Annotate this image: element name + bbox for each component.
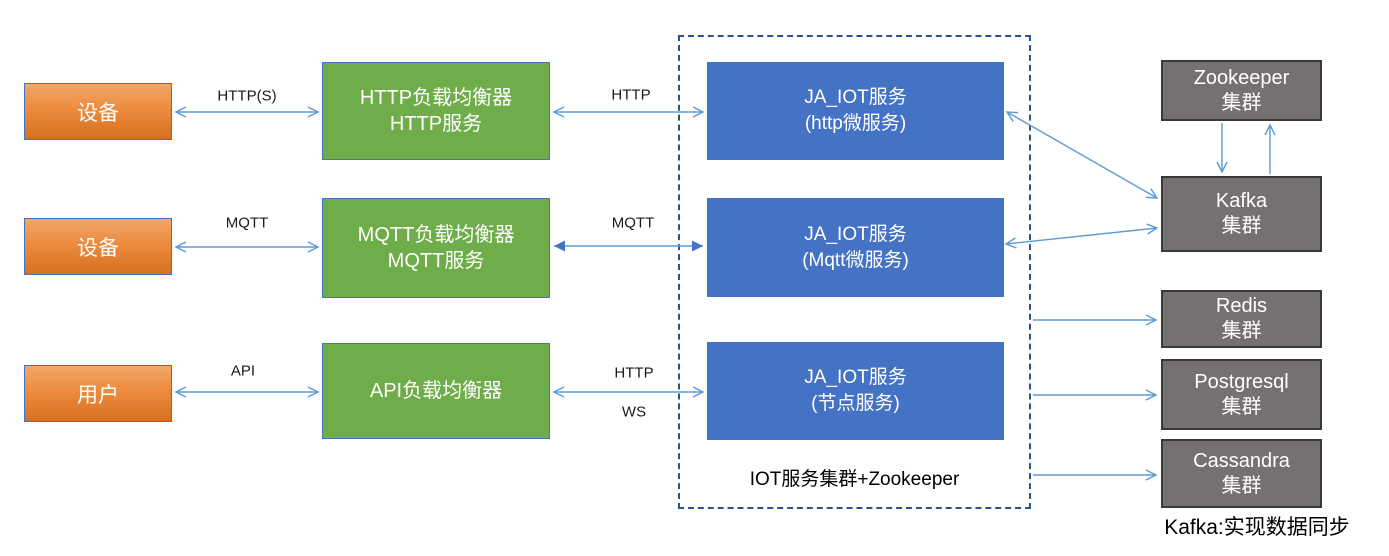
edge-label-ws: WS [621,403,647,421]
node-label-line2: 集群 [1221,91,1262,114]
node-mqtt-load-balancer[interactable]: MQTT负载均衡器 MQTT服务 [322,198,550,298]
node-label-line2: HTTP服务 [389,113,483,135]
node-label-line2: 集群 [1221,395,1262,418]
node-http-load-balancer[interactable]: HTTP负载均衡器 HTTP服务 [322,62,550,160]
node-label-line1: Zookeeper [1193,66,1290,89]
node-label-line1: Postgresql [1194,370,1289,393]
node-label-line1: Redis [1215,295,1268,317]
edge-label-http-s: HTTP(S) [217,87,277,105]
node-ja-iot-node-service[interactable]: JA_IOT服务 (节点服务) [707,342,1004,440]
node-label-line2: 集群 [1221,320,1262,342]
edge-label-http-row3: HTTP [614,364,654,382]
edge-label-api: API [230,362,256,380]
edge-mqttservice-kafka [1004,223,1159,249]
node-ja-iot-mqtt-service[interactable]: JA_IOT服务 (Mqtt微服务) [707,198,1004,297]
node-label: 用户 [77,383,119,407]
node-label: 设备 [77,101,119,125]
node-label-line2: (Mqtt微服务) [802,249,909,271]
edge-label-mqtt-right: MQTT [611,214,655,232]
node-zookeeper-cluster[interactable]: Zookeeper 集群 [1161,60,1322,121]
node-device-2[interactable]: 设备 [24,218,172,275]
node-postgresql-cluster[interactable]: Postgresql 集群 [1161,359,1322,430]
node-device-1[interactable]: 设备 [24,83,172,140]
iot-cluster-caption: IOT服务集群+Zookeeper [749,469,960,490]
node-label-line2: MQTT服务 [387,250,485,272]
node-ja-iot-http-service[interactable]: JA_IOT服务 (http微服务) [707,62,1004,160]
node-label-line2: 集群 [1221,215,1262,237]
edge-label-mqtt-left: MQTT [225,214,269,232]
node-kafka-cluster[interactable]: Kafka 集群 [1161,176,1322,252]
node-label-line1: JA_IOT服务 [804,87,907,109]
node-label-line2: (http微服务) [804,113,907,134]
node-label-line1: Kafka [1215,190,1268,212]
edge-httpservice-kafka [1005,111,1159,199]
node-user[interactable]: 用户 [24,365,172,422]
iot-cluster-container [678,35,1031,509]
node-label-line1: MQTT负载均衡器 [357,224,515,246]
node-cassandra-cluster[interactable]: Cassandra 集群 [1161,439,1322,508]
node-label-line2: 集群 [1221,474,1262,497]
node-label-line1: JA_IOT服务 [804,223,907,245]
node-label-line1: HTTP负载均衡器 [359,87,513,109]
node-label-line1: Cassandra [1193,449,1290,472]
node-label-line1: JA_IOT服务 [804,367,907,389]
node-api-load-balancer[interactable]: API负载均衡器 [322,343,550,439]
node-redis-cluster[interactable]: Redis 集群 [1161,290,1322,348]
node-label-line1: API负载均衡器 [369,380,503,402]
node-label-line2: (节点服务) [811,393,900,414]
node-label: 设备 [77,236,119,260]
edge-label-http-row1: HTTP [611,86,651,104]
kafka-footnote: Kafka:实现数据同步 [1164,516,1350,539]
